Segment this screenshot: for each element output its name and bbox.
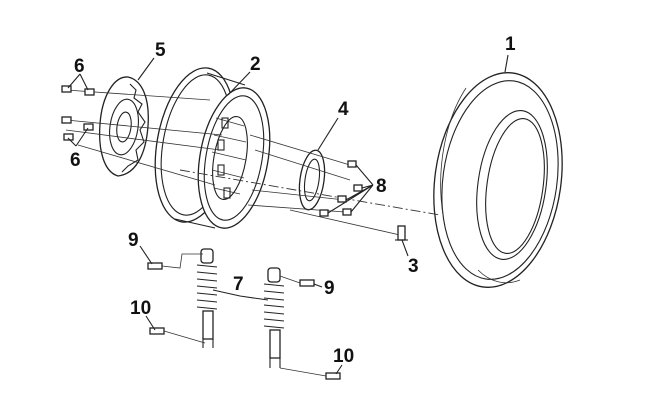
valve[interactable] [395, 225, 408, 241]
callout-upper-bolt-left: 9 [128, 230, 139, 251]
callout-disc-bolts-top: 6 [74, 56, 85, 77]
callout-lower-bolt-left: 10 [130, 298, 151, 319]
callout-sprocket-plate: 4 [338, 99, 349, 120]
shock-absorber-left[interactable] [196, 248, 218, 348]
brake-disc[interactable] [98, 76, 149, 177]
callout-rim: 2 [250, 54, 261, 75]
callout-valve: 3 [408, 256, 419, 277]
rim[interactable] [144, 62, 280, 234]
callout-lower-bolt-right: 10 [333, 346, 354, 367]
disc-bolts[interactable] [61, 85, 95, 141]
shock-absorber-right[interactable] [263, 267, 285, 368]
callout-plate-bolts: 8 [376, 176, 387, 197]
callout-disc-bolts-bottom: 6 [70, 150, 81, 171]
leader-lines [67, 54, 509, 375]
sprocket-plate[interactable] [296, 149, 328, 212]
callout-brake-disc: 5 [155, 40, 166, 61]
callout-shock-absorbers: 7 [233, 274, 244, 295]
shock-bolts[interactable] [147, 253, 341, 380]
plate-bolts[interactable] [319, 160, 363, 217]
tire[interactable] [421, 64, 576, 295]
callout-tire: 1 [505, 34, 516, 55]
callout-upper-bolt-right: 9 [324, 278, 335, 299]
